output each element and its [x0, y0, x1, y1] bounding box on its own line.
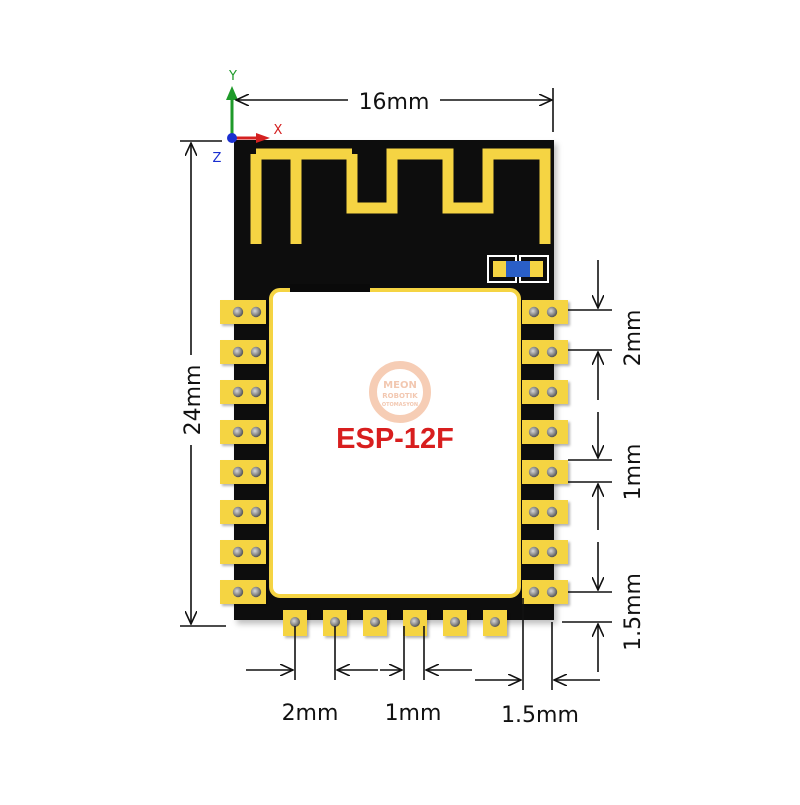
right-pad-6	[522, 500, 568, 524]
dimension-right-pitch: 2mm	[568, 260, 646, 400]
left-pad-column	[220, 300, 266, 604]
logo-ring	[369, 361, 431, 423]
left-pad-1	[220, 300, 266, 324]
via-hole-icon	[490, 617, 500, 627]
pcb-antenna	[250, 148, 551, 244]
smd-capacitor	[487, 255, 549, 283]
antenna-trace	[250, 148, 551, 244]
via-hole-icon	[528, 306, 540, 318]
via-hole-icon	[546, 426, 558, 438]
via-hole-icon	[250, 386, 262, 398]
shield-can	[269, 288, 521, 598]
via-hole-icon	[250, 546, 262, 558]
via-hole-icon	[232, 546, 244, 558]
via-hole-icon	[528, 426, 540, 438]
via-hole-icon	[546, 546, 558, 558]
via-hole-icon	[546, 506, 558, 518]
via-hole-icon	[232, 386, 244, 398]
left-pad-7	[220, 540, 266, 564]
metal-shield	[269, 284, 521, 598]
dimension-bottom-pad-width: 1mm	[380, 626, 472, 726]
dimension-height: 24mm	[180, 140, 226, 627]
via-hole-icon	[232, 306, 244, 318]
right-pad-7	[522, 540, 568, 564]
right-pad-1	[522, 300, 568, 324]
left-pad-6	[220, 500, 266, 524]
via-hole-icon	[250, 466, 262, 478]
x-axis-label: X	[274, 123, 283, 138]
via-hole-icon	[232, 506, 244, 518]
left-pad-3	[220, 380, 266, 404]
logo-line3: OTOMASYON	[382, 402, 418, 408]
dimension-bottom-pitch: 2mm	[246, 626, 378, 726]
right-pad-3	[522, 380, 568, 404]
bottom-pad-width-label: 1mm	[385, 701, 442, 726]
via-hole-icon	[250, 346, 262, 358]
bottom-pitch-label: 2mm	[282, 701, 339, 726]
via-hole-icon	[370, 617, 380, 627]
right-pad-column	[522, 300, 568, 604]
bottom-pad-5	[443, 610, 467, 636]
width-label: 16mm	[359, 90, 430, 115]
bottom-pad-3	[363, 610, 387, 636]
via-hole-icon	[450, 617, 460, 627]
left-pad-8	[220, 580, 266, 604]
watermark-logo: MEON ROBOTIK OTOMASYON	[369, 361, 431, 423]
via-hole-icon	[250, 426, 262, 438]
via-hole-icon	[250, 306, 262, 318]
via-hole-icon	[528, 386, 540, 398]
right-pitch-label: 2mm	[621, 310, 646, 367]
via-hole-icon	[250, 506, 262, 518]
bottom-pad-4	[403, 610, 427, 636]
chip-label: ESP-12F	[336, 423, 454, 455]
via-hole-icon	[546, 346, 558, 358]
via-hole-icon	[528, 546, 540, 558]
right-pad-5	[522, 460, 568, 484]
via-hole-icon	[232, 426, 244, 438]
dimension-width: 16mm	[236, 88, 554, 132]
right-pad-8	[522, 580, 568, 604]
via-hole-icon	[546, 306, 558, 318]
dimension-right-offset: 1.5mm	[562, 542, 646, 672]
via-hole-icon	[290, 617, 300, 627]
via-hole-icon	[410, 617, 420, 627]
x-axis-arrow-icon	[256, 133, 270, 143]
via-hole-icon	[528, 506, 540, 518]
via-hole-icon	[528, 586, 540, 598]
via-hole-icon	[232, 586, 244, 598]
logo-line1: MEON	[383, 380, 417, 391]
via-hole-icon	[528, 346, 540, 358]
via-hole-icon	[546, 586, 558, 598]
via-hole-icon	[232, 346, 244, 358]
left-pad-4	[220, 420, 266, 444]
via-hole-icon	[330, 617, 340, 627]
dimension-right-pad-width: 1mm	[568, 412, 646, 530]
dimension-bottom-offset: 1.5mm	[475, 598, 600, 728]
z-axis-dot-icon	[227, 133, 237, 143]
right-pad-2	[522, 340, 568, 364]
logo-line2: ROBOTIK	[382, 392, 418, 400]
height-label: 24mm	[181, 365, 206, 436]
shield-notch	[290, 284, 370, 292]
via-hole-icon	[546, 466, 558, 478]
z-axis-label: Z	[213, 151, 222, 166]
y-axis-label: Y	[228, 69, 237, 84]
right-offset-label: 1.5mm	[621, 573, 646, 651]
left-pad-5	[220, 460, 266, 484]
smd-body	[506, 261, 530, 277]
via-hole-icon	[546, 386, 558, 398]
right-pad-4	[522, 420, 568, 444]
via-hole-icon	[250, 586, 262, 598]
via-hole-icon	[528, 466, 540, 478]
y-axis-arrow-icon	[226, 86, 238, 100]
via-hole-icon	[232, 466, 244, 478]
bottom-pad-6	[483, 610, 507, 636]
right-pad-width-label: 1mm	[621, 444, 646, 501]
left-pad-2	[220, 340, 266, 364]
bottom-offset-label: 1.5mm	[501, 703, 579, 728]
